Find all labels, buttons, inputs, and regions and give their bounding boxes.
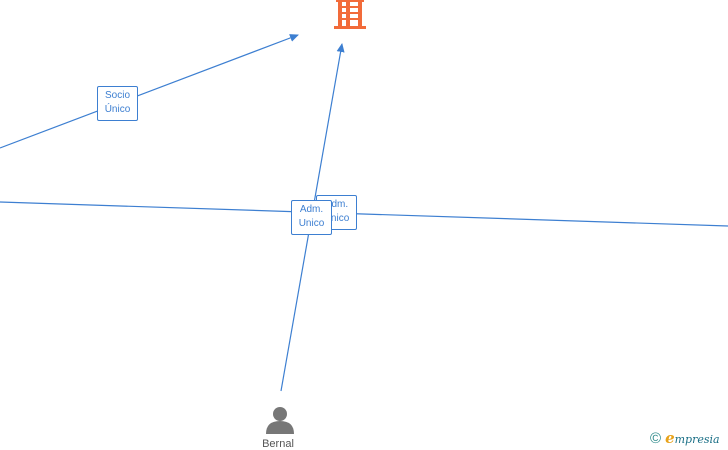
edge-label-socio-unico[interactable]: Socio Único xyxy=(97,86,138,121)
edge-socio-unico-line xyxy=(0,34,299,149)
edge-label-line: Unico xyxy=(298,218,325,229)
edge-label-line: Único xyxy=(104,104,131,115)
person-name-label[interactable]: Bernal xyxy=(262,438,294,450)
company-building-icon[interactable] xyxy=(334,0,366,29)
copyright-icon: © xyxy=(650,430,662,447)
edge-label-line: Unico xyxy=(323,213,350,224)
edge-label-line: Adm. xyxy=(324,199,349,210)
edge-label-adm-unico-front[interactable]: Adm. Unico xyxy=(291,200,332,235)
brand-name-rest: mpresia xyxy=(674,433,720,446)
person-icon[interactable] xyxy=(266,407,294,434)
brand-logo-letter: e xyxy=(665,429,675,447)
brand-name: empresia xyxy=(665,429,720,449)
brand-watermark: © empresia xyxy=(650,429,720,449)
edge-label-line: Socio xyxy=(104,90,130,101)
edge-label-line: Adm. xyxy=(299,204,324,215)
edge-horizontal-line xyxy=(0,201,728,227)
